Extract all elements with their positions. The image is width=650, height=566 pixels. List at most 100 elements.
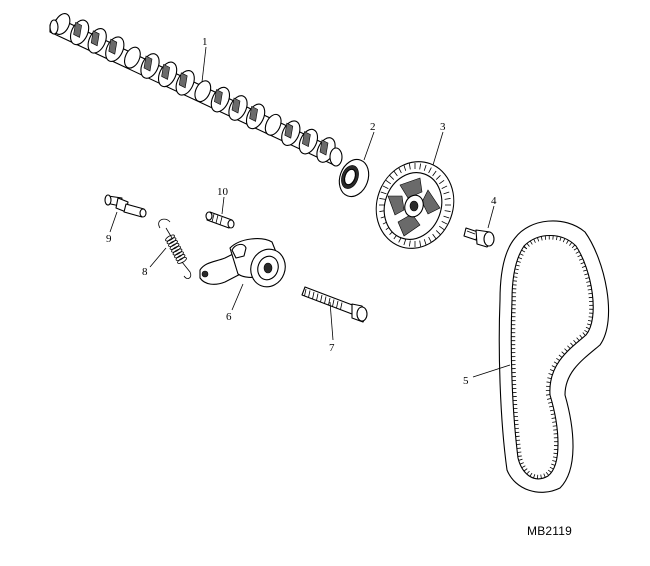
pulley-tooth xyxy=(398,167,402,174)
cam-lobe-shadow xyxy=(73,21,82,38)
belt-tooth xyxy=(573,339,577,344)
callout-4: 4 xyxy=(491,195,497,207)
belt-tooth xyxy=(537,237,540,242)
pulley-tooth xyxy=(428,236,432,243)
belt-tooth xyxy=(586,281,591,283)
spring-coil xyxy=(174,251,184,259)
spring-coil xyxy=(171,245,181,253)
camshaft-journal xyxy=(264,113,282,136)
pulley-tooth xyxy=(444,210,451,212)
cam-lobe-shadow xyxy=(302,131,311,148)
bolt-thread-line xyxy=(332,299,335,307)
pulley-tooth xyxy=(403,164,407,171)
belt-tooth xyxy=(549,369,554,372)
cam-lobe-shadow xyxy=(319,139,329,156)
diagram-reference-code: MB2119 xyxy=(527,524,573,538)
pulley-tooth xyxy=(379,198,386,200)
callout-2: 2 xyxy=(370,121,376,133)
pulley-tooth xyxy=(444,198,451,200)
bolt-thread-line xyxy=(304,288,307,297)
spring-coil xyxy=(165,234,175,242)
callout-5: 5 xyxy=(463,375,469,387)
spring-coil xyxy=(172,248,183,256)
belt-tooth xyxy=(523,468,528,472)
belt-tooth xyxy=(548,373,553,376)
pulley-tooth xyxy=(441,220,448,225)
belt-tooth xyxy=(585,326,590,330)
cam-lobe-shadow xyxy=(249,105,258,122)
belt-tooth xyxy=(526,243,530,247)
belt-tooth xyxy=(584,329,589,333)
bolt-thread-line xyxy=(336,300,339,309)
belt-tooth xyxy=(513,276,518,278)
belt-tooth xyxy=(549,405,554,408)
belt-tooth xyxy=(551,417,556,419)
belt-tooth xyxy=(564,348,568,352)
pulley-tooth xyxy=(393,170,398,177)
cam-lobe-shadow xyxy=(284,122,294,139)
belt-tooth xyxy=(577,254,582,258)
spring-coil xyxy=(175,254,186,262)
belt-tooth xyxy=(587,323,592,326)
belt-tooth xyxy=(585,277,590,279)
pulley-tooth xyxy=(435,230,441,235)
pulley-tooth xyxy=(419,163,422,170)
belt-tooth xyxy=(547,377,552,379)
belt-tooth xyxy=(567,345,571,349)
belt-tooth xyxy=(523,246,528,250)
belt-tooth xyxy=(586,285,592,287)
belt-tooth xyxy=(578,258,583,261)
camshaft-journal xyxy=(123,46,141,69)
bolt-thread-line xyxy=(316,293,319,301)
belt-tooth xyxy=(514,268,519,271)
belt-tooth xyxy=(582,332,586,336)
belt-tensioner xyxy=(199,238,286,288)
belt-tooth xyxy=(575,251,580,254)
callout-10: 10 xyxy=(217,186,229,198)
belt-tooth xyxy=(521,249,526,253)
pulley-tooth xyxy=(408,240,411,247)
pivot-stud xyxy=(104,194,147,218)
belt-tooth xyxy=(547,397,552,400)
cam-lobe-shadow xyxy=(214,89,223,106)
belt-tooth xyxy=(552,425,557,427)
belt-tooth xyxy=(548,401,553,404)
tensioner-spring xyxy=(158,218,192,279)
belt-tooth xyxy=(549,466,554,470)
belt-tooth xyxy=(587,288,592,291)
spring-coil xyxy=(169,242,180,250)
pulley-tooth xyxy=(382,185,389,190)
spring-coil xyxy=(177,256,187,264)
belt-tooth xyxy=(551,463,556,466)
belt-tooth xyxy=(519,253,524,256)
pulley-tooth xyxy=(423,239,427,246)
belt-tooth xyxy=(533,474,536,479)
belt-tooth xyxy=(529,240,533,245)
pulley-tooth xyxy=(432,233,437,240)
pulley-tooth xyxy=(432,170,437,177)
pulley-bolt xyxy=(463,227,495,248)
callout-1: 1 xyxy=(202,36,208,48)
bolt-thread-line xyxy=(328,297,331,306)
bolt-thread-line xyxy=(320,294,323,303)
belt-tooth xyxy=(550,413,555,416)
belt-tooth xyxy=(566,240,569,244)
belt-tooth xyxy=(588,316,593,318)
belt-tooth xyxy=(573,247,578,251)
belt-tooth xyxy=(513,272,519,274)
bolt-thread-line xyxy=(324,296,327,304)
belt-tooth xyxy=(561,351,565,355)
cam-lobe-shadow xyxy=(143,55,153,72)
small-stud xyxy=(205,211,235,229)
belt-tooth xyxy=(558,354,563,358)
pulley-tooth xyxy=(443,191,450,195)
belt-tooth xyxy=(552,456,558,459)
belt-tooth xyxy=(587,319,593,322)
leader-lines xyxy=(109,46,511,378)
belt-tooth xyxy=(559,237,562,242)
belt-tooth xyxy=(551,365,556,368)
belt-tooth xyxy=(533,238,536,243)
cam-lobe-shadow xyxy=(90,30,100,47)
cam-lobe-shadow xyxy=(231,97,241,114)
